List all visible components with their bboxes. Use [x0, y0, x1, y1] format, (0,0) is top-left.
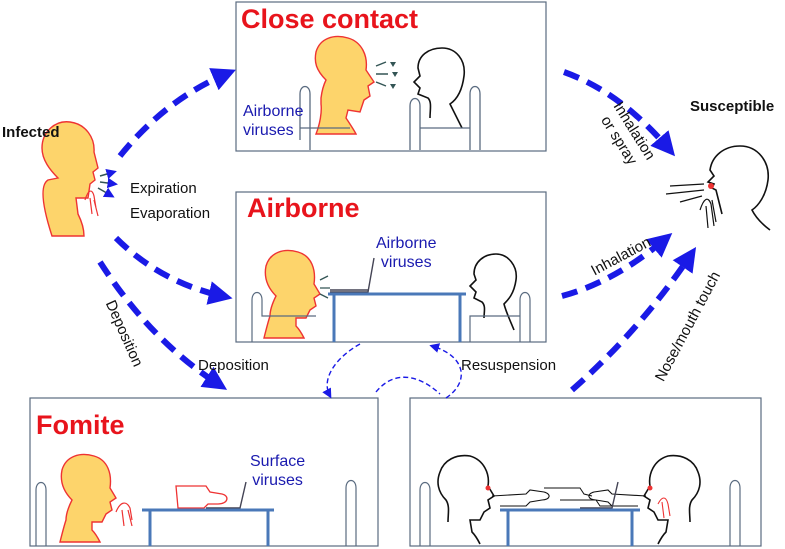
- resuspension-right-person-icon: [588, 454, 701, 545]
- infected-person-icon: [41, 121, 118, 237]
- close-contact-chair-left: [299, 85, 311, 150]
- fomite-virus-line1: Surface: [250, 453, 306, 470]
- thin-arrows: [322, 343, 462, 399]
- close-contact-infected-icon: [314, 35, 398, 135]
- fomite-hand-icon: [175, 485, 228, 509]
- resuspension-panel: [409, 397, 762, 547]
- infected-label: Infected: [2, 124, 60, 141]
- close-contact-chair-right-back: [469, 85, 481, 150]
- fomite-virus-label: Surface viruses: [250, 452, 305, 490]
- airborne-virus-line2: viruses: [380, 254, 432, 272]
- arrow-resuspension-to-susceptible: [570, 247, 697, 393]
- airborne-table: [328, 292, 466, 342]
- close-contact-virus-label: Airborne viruses: [243, 102, 303, 140]
- arrow-close-contact-to-susceptible: [562, 69, 676, 157]
- airborne-title: Airborne: [247, 193, 360, 223]
- arrow-infected-to-close-contact: [117, 68, 236, 158]
- resuspension-hands-icon: [544, 487, 612, 507]
- susceptible-person-icon: [665, 145, 771, 231]
- resuspension-left-person-icon: [437, 454, 550, 545]
- arrow-deposition-down: [322, 343, 361, 399]
- arrow-airborne-to-susceptible: [561, 233, 673, 299]
- resuspension-laptop-icon: [580, 481, 619, 509]
- fomite-table: [142, 508, 274, 546]
- susceptible-label: Susceptible: [690, 98, 775, 115]
- close-contact-title: Close contact: [241, 4, 419, 34]
- resuspension-label: Resuspension: [461, 357, 557, 374]
- evaporation-label: Evaporation: [130, 205, 211, 222]
- expiration-label: Expiration: [130, 180, 197, 197]
- close-contact-panel: [235, 1, 547, 152]
- close-contact-chair-right: [409, 97, 421, 150]
- arrow-infected-to-fomite: [97, 260, 228, 390]
- deposition-horizontal-label: Deposition: [198, 357, 269, 374]
- airborne-laptop-icon: [330, 257, 375, 293]
- close-contact-susceptible-icon: [412, 47, 466, 129]
- airborne-susceptible-icon: [468, 253, 518, 331]
- airborne-virus-label: Airborne viruses: [376, 234, 436, 272]
- arrow-resuspension-up: [429, 343, 462, 399]
- arrows: [97, 68, 697, 393]
- arrow-infected-to-airborne: [113, 235, 233, 305]
- airborne-virus-line1: Airborne: [376, 235, 437, 252]
- close-contact-virus-line1: Airborne: [243, 103, 304, 120]
- fomite-title: Fomite: [36, 410, 125, 440]
- fomite-virus-line2: viruses: [252, 472, 303, 490]
- fomite-infected-icon: [59, 453, 133, 543]
- resuspension-table: [500, 508, 640, 546]
- close-contact-virus-line2: viruses: [243, 122, 294, 140]
- fomite-laptop-icon: [206, 481, 247, 509]
